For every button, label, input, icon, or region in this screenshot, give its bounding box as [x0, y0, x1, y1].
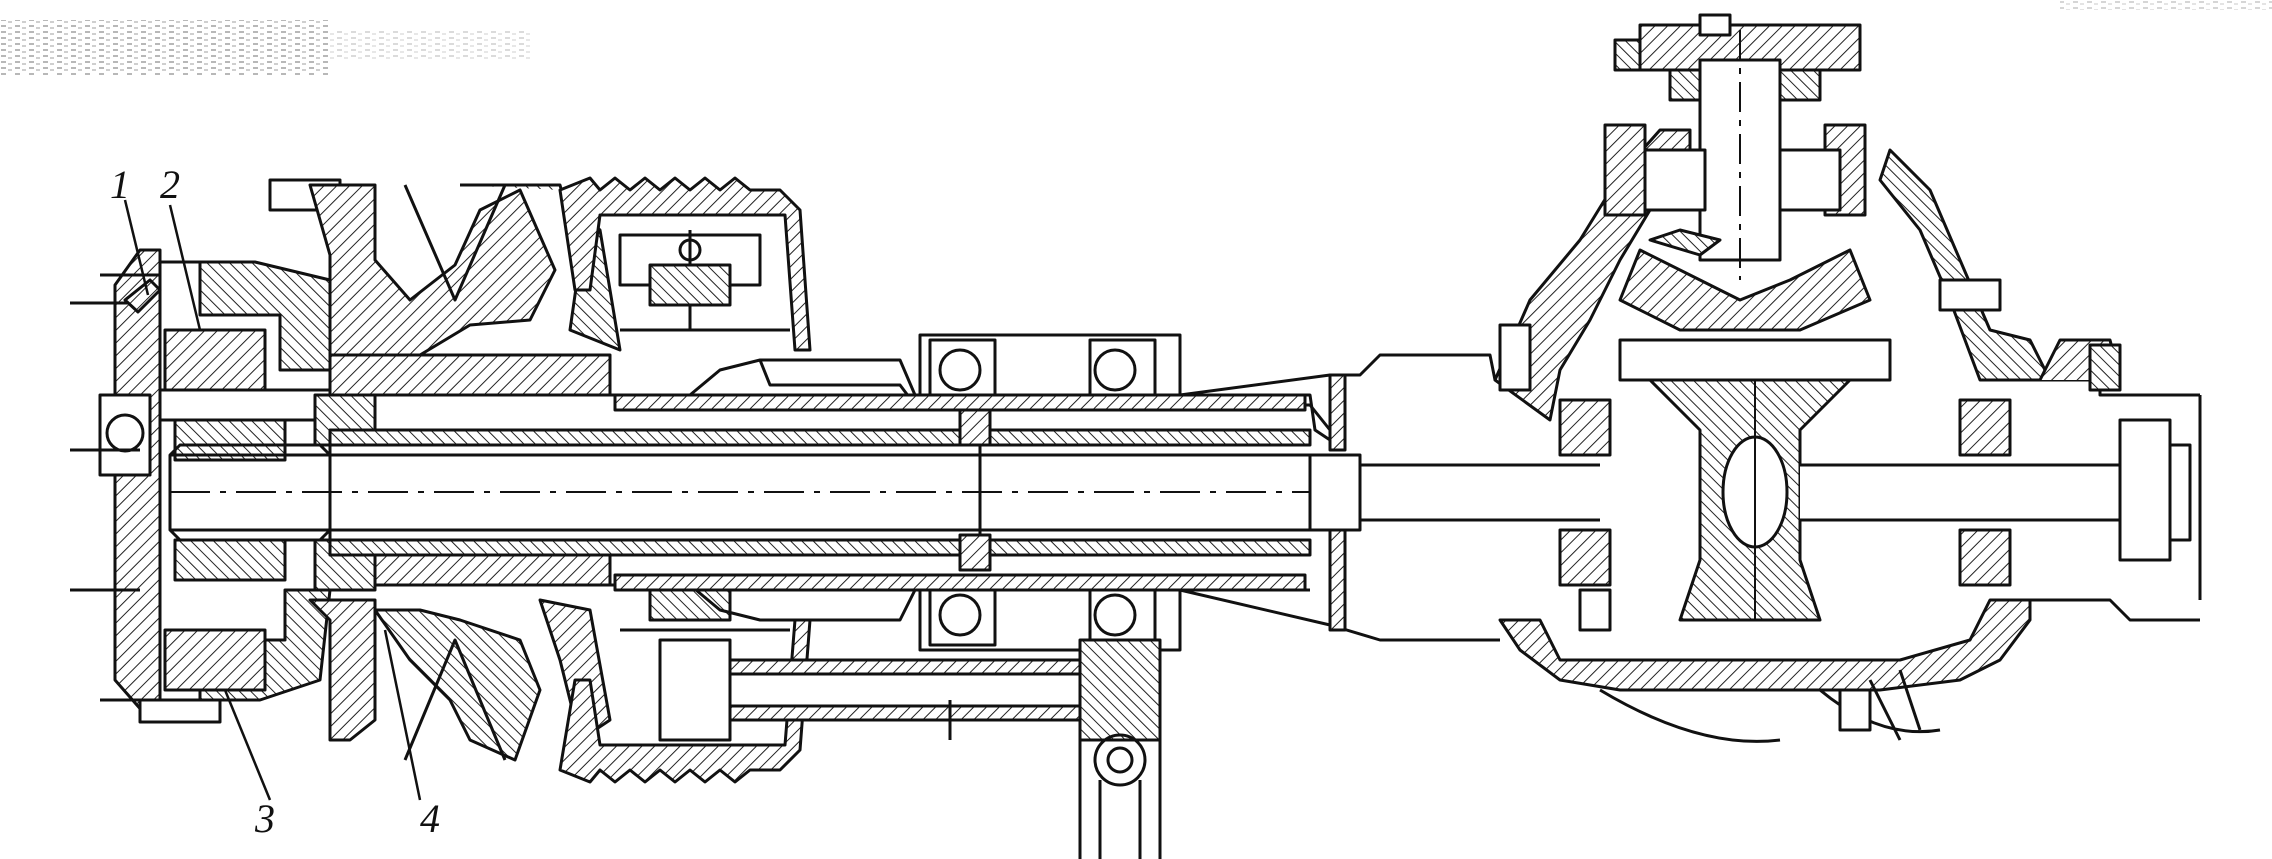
- lower-drive-shaft: [658, 638, 1162, 859]
- callout-label-4: 4: [420, 796, 440, 841]
- leader-2: [168, 204, 202, 331]
- scan-artifact: [0, 0, 2272, 75]
- leader-3: [223, 689, 272, 801]
- axle-shaft: [168, 443, 1600, 542]
- axle-tube-housing: [328, 333, 1500, 652]
- differential-housing: [1493, 13, 2202, 743]
- leader-4: [383, 629, 422, 801]
- callout-label-2: 2: [160, 162, 180, 207]
- callout-label-3: 3: [254, 796, 275, 841]
- brake-drum: [558, 176, 812, 784]
- callout-leaders: [123, 199, 422, 801]
- leader-1: [123, 199, 150, 296]
- callout-label-1: 1: [110, 162, 130, 207]
- left-wheel-hub: [70, 178, 342, 724]
